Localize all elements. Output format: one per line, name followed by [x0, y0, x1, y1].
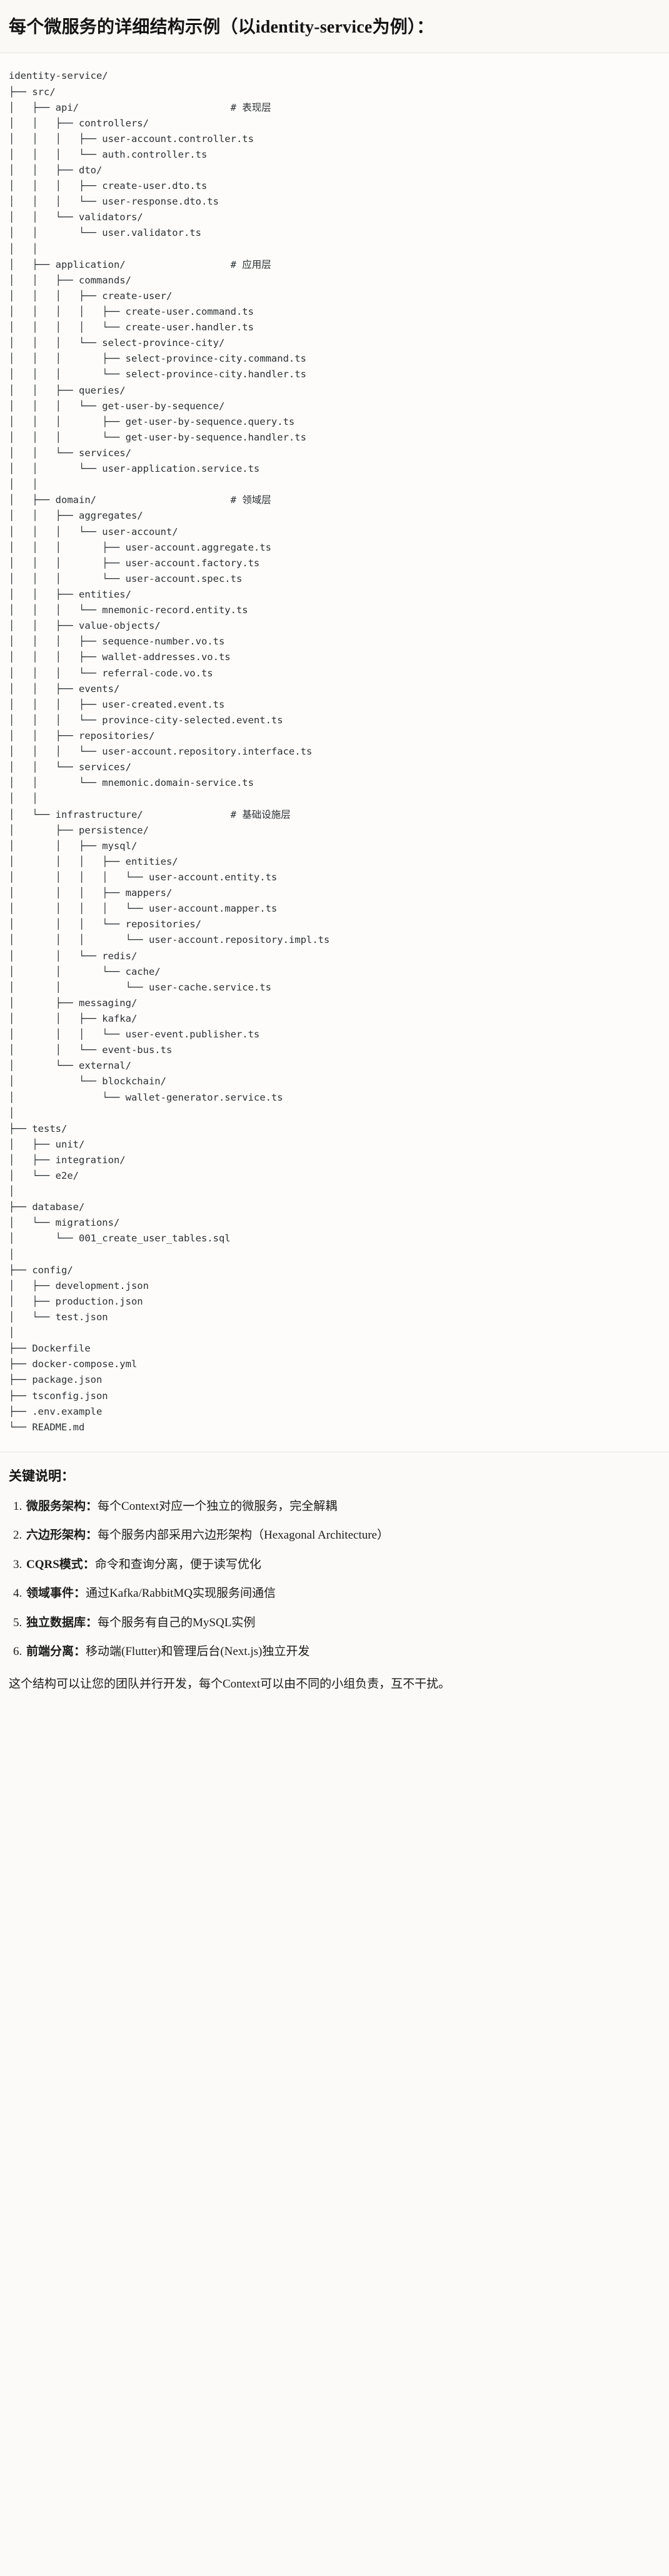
key-note-description: 每个服务内部采用六边形架构（Hexagonal Architecture） — [98, 1529, 389, 1542]
key-note-description: 每个服务有自己的MySQL实例 — [98, 1616, 256, 1629]
key-notes-section: 关键说明： 微服务架构：每个Context对应一个独立的微服务，完全解耦六边形架… — [0, 1452, 669, 1710]
key-note-separator: ： — [86, 1616, 98, 1629]
key-note-separator: ： — [86, 1499, 98, 1513]
key-note-separator: ： — [86, 1529, 98, 1542]
page-root: 每个微服务的详细结构示例（以identity-service为例）： ident… — [0, 0, 669, 1710]
key-note-item: 独立数据库：每个服务有自己的MySQL实例 — [25, 1614, 660, 1632]
key-note-term: 领域事件 — [26, 1587, 74, 1601]
directory-tree: identity-service/ ├── src/ │ ├── api/ # … — [9, 70, 330, 1433]
key-note-item: 微服务架构：每个Context对应一个独立的微服务，完全解耦 — [25, 1497, 660, 1515]
key-notes-heading: 关键说明： — [9, 1468, 74, 1484]
key-note-separator: ： — [74, 1645, 86, 1659]
key-note-separator: ： — [83, 1557, 95, 1571]
key-note-description: 命令和查询分离，便于读写优化 — [94, 1557, 261, 1571]
key-note-term: 独立数据库 — [26, 1616, 86, 1629]
directory-tree-block: identity-service/ ├── src/ │ ├── api/ # … — [0, 53, 669, 1452]
key-note-description: 每个Context对应一个独立的微服务，完全解耦 — [98, 1499, 338, 1513]
page-title: 每个微服务的详细结构示例（以identity-service为例）： — [9, 18, 435, 37]
key-note-term: 前端分离 — [26, 1645, 74, 1659]
key-note-description: 通过Kafka/RabbitMQ实现服务间通信 — [86, 1587, 276, 1601]
key-note-term: 微服务架构 — [26, 1499, 86, 1513]
closing-paragraph: 这个结构可以让您的团队并行开发，每个Context可以由不同的小组负责，互不干扰… — [9, 1677, 451, 1691]
key-note-description: 移动端(Flutter)和管理后台(Next.js)独立开发 — [86, 1645, 310, 1659]
key-note-term: CQRS模式 — [26, 1557, 83, 1571]
title-bar: 每个微服务的详细结构示例（以identity-service为例）： — [0, 0, 669, 54]
key-note-separator: ： — [74, 1587, 86, 1601]
key-note-item: 前端分离：移动端(Flutter)和管理后台(Next.js)独立开发 — [25, 1642, 660, 1661]
key-note-item: CQRS模式：命令和查询分离，便于读写优化 — [25, 1555, 660, 1574]
key-note-item: 领域事件：通过Kafka/RabbitMQ实现服务间通信 — [25, 1584, 660, 1602]
key-note-term: 六边形架构 — [26, 1529, 86, 1542]
key-note-item: 六边形架构：每个服务内部采用六边形架构（Hexagonal Architectu… — [25, 1526, 660, 1544]
key-notes-list: 微服务架构：每个Context对应一个独立的微服务，完全解耦六边形架构：每个服务… — [9, 1497, 660, 1661]
